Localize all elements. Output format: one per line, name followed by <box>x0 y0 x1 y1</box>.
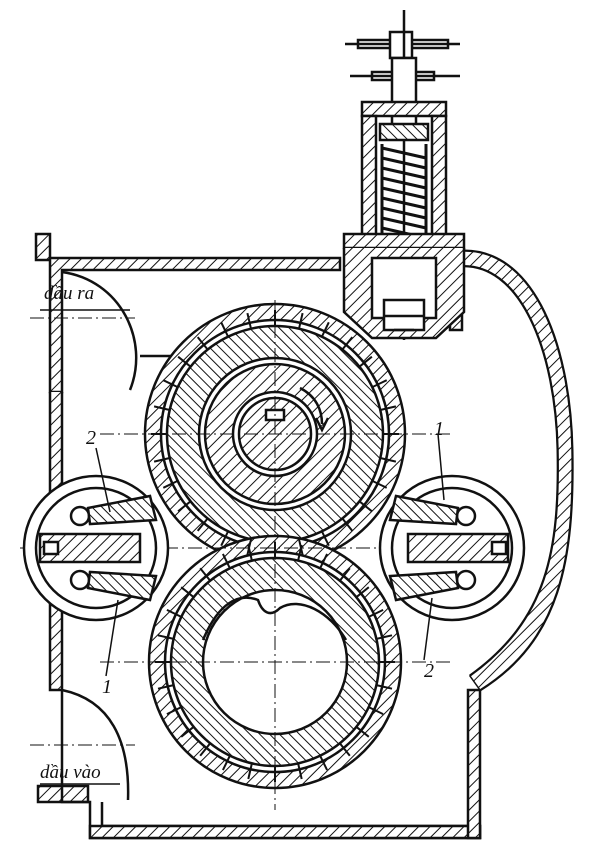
left-valve-chamber <box>22 474 170 622</box>
gear-tooth <box>162 379 179 389</box>
gear-tooth <box>199 567 211 582</box>
gear-tooth <box>368 609 384 618</box>
gear-tooth <box>153 457 170 463</box>
callout-2-left: 2 <box>86 427 96 449</box>
gear-tooth <box>355 726 370 738</box>
gear-tooth <box>177 355 192 368</box>
gear-tooth <box>177 500 192 513</box>
callout-1-left: 1 <box>102 676 112 698</box>
gear-tooth <box>196 336 209 351</box>
outlet-label: dầu ra <box>44 283 95 304</box>
gear-tooth <box>320 530 330 547</box>
gear-tooth <box>376 684 393 690</box>
gear-tooth <box>166 609 182 618</box>
gear-tooth <box>355 586 370 598</box>
right-valve-chamber <box>378 474 526 622</box>
gear-tooth <box>157 634 174 640</box>
callout-leaders <box>40 309 445 785</box>
gear-tooth <box>341 517 354 532</box>
relief-valve <box>342 10 466 340</box>
gear-tooth <box>166 706 182 715</box>
gear-tooth <box>380 405 397 411</box>
gear-tooth <box>371 479 388 489</box>
gear-tooth <box>358 355 373 368</box>
gear-tooth <box>247 763 253 780</box>
gear-tooth <box>339 742 351 757</box>
gear-tooth <box>220 321 230 338</box>
gear-tooth <box>371 379 388 389</box>
gear-tooth <box>368 706 384 715</box>
gear-tooth <box>196 517 209 532</box>
gear-tooth <box>380 457 397 463</box>
callout-1-right: 1 <box>434 418 444 440</box>
gear-tooth <box>199 742 211 757</box>
gear-tooth <box>341 336 354 351</box>
gear-teeth <box>151 310 399 782</box>
gear-tooth <box>246 312 252 329</box>
gear-tooth <box>339 567 351 582</box>
gear-tooth <box>180 726 195 738</box>
gear-tooth <box>222 755 231 771</box>
gear-tooth <box>319 553 328 569</box>
gear-tooth <box>319 755 328 771</box>
gear-tooth <box>157 684 174 690</box>
gear-tooth <box>180 586 195 598</box>
gear-tooth <box>162 479 179 489</box>
pump-housing <box>34 232 574 840</box>
callout-2-right: 2 <box>424 660 434 682</box>
gear-tooth <box>222 553 231 569</box>
gear-tooth <box>376 634 393 640</box>
gear-tooth <box>320 321 330 338</box>
gear-tooth <box>298 312 304 329</box>
inlet-label: dầu vào <box>40 762 101 783</box>
gear-tooth <box>297 763 303 780</box>
gear-tooth <box>220 530 230 547</box>
gear-tooth <box>153 405 170 411</box>
gear-tooth <box>297 544 303 561</box>
gear-tooth <box>358 500 373 513</box>
